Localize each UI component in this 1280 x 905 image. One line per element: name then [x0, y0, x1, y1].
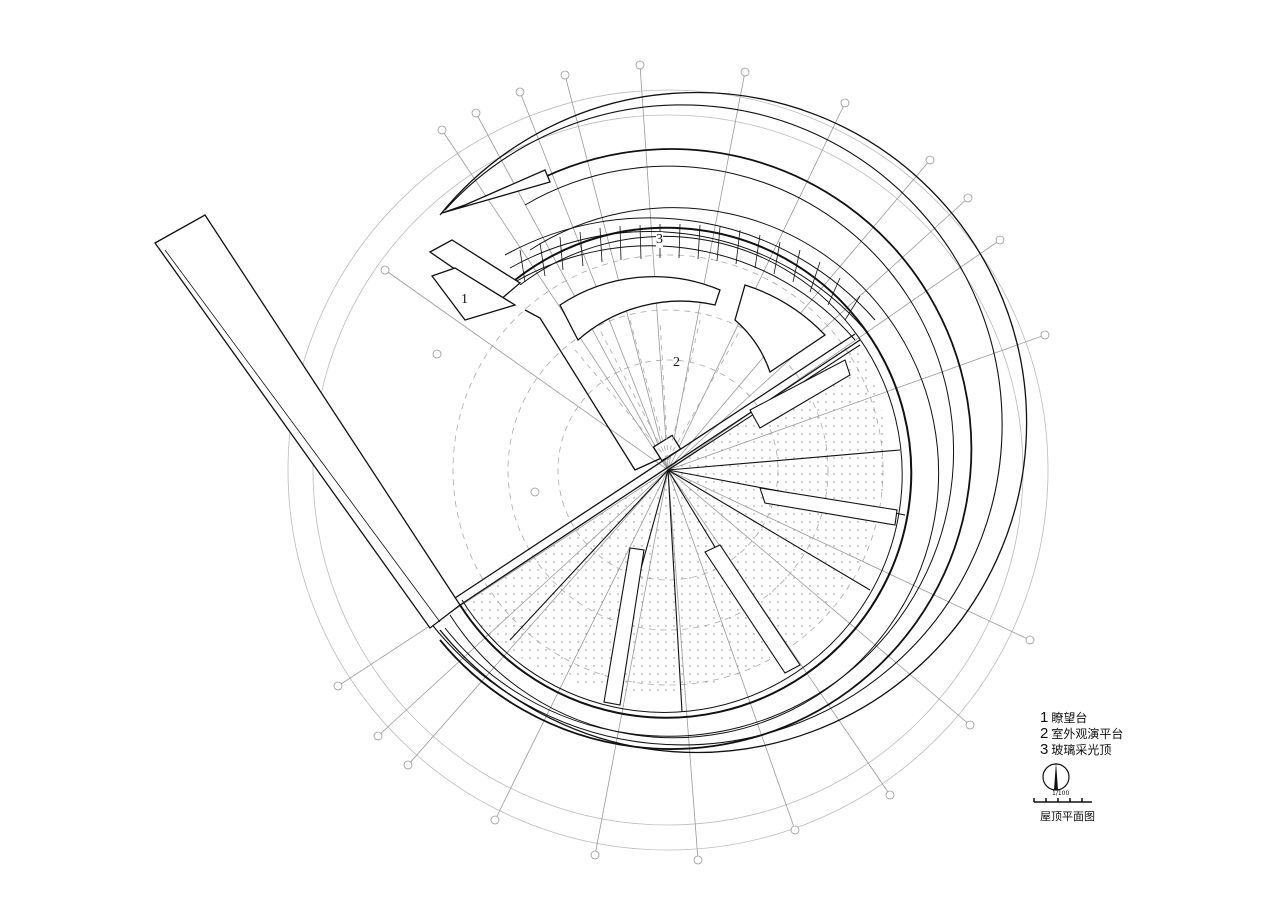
stage-radials: [574, 319, 741, 461]
axis-grid: [287, 64, 1049, 861]
benches: [603, 359, 898, 706]
plan-label-3: 3: [656, 232, 663, 248]
drawing-title: 屋顶平面图: [1040, 810, 1095, 823]
glass-skylight: [504, 217, 876, 341]
lookout-platform: [428, 169, 551, 321]
scale-label: 1/100: [1052, 790, 1070, 797]
diagonal-wall: [454, 333, 861, 606]
outer-rings: [429, 91, 1028, 754]
axis-bubbles: [333, 60, 1050, 865]
plan-label-1: 1: [461, 292, 468, 307]
ramp: [154, 214, 461, 629]
plan-label-2: 2: [673, 355, 680, 370]
observation-deck-hatch: [460, 345, 886, 693]
